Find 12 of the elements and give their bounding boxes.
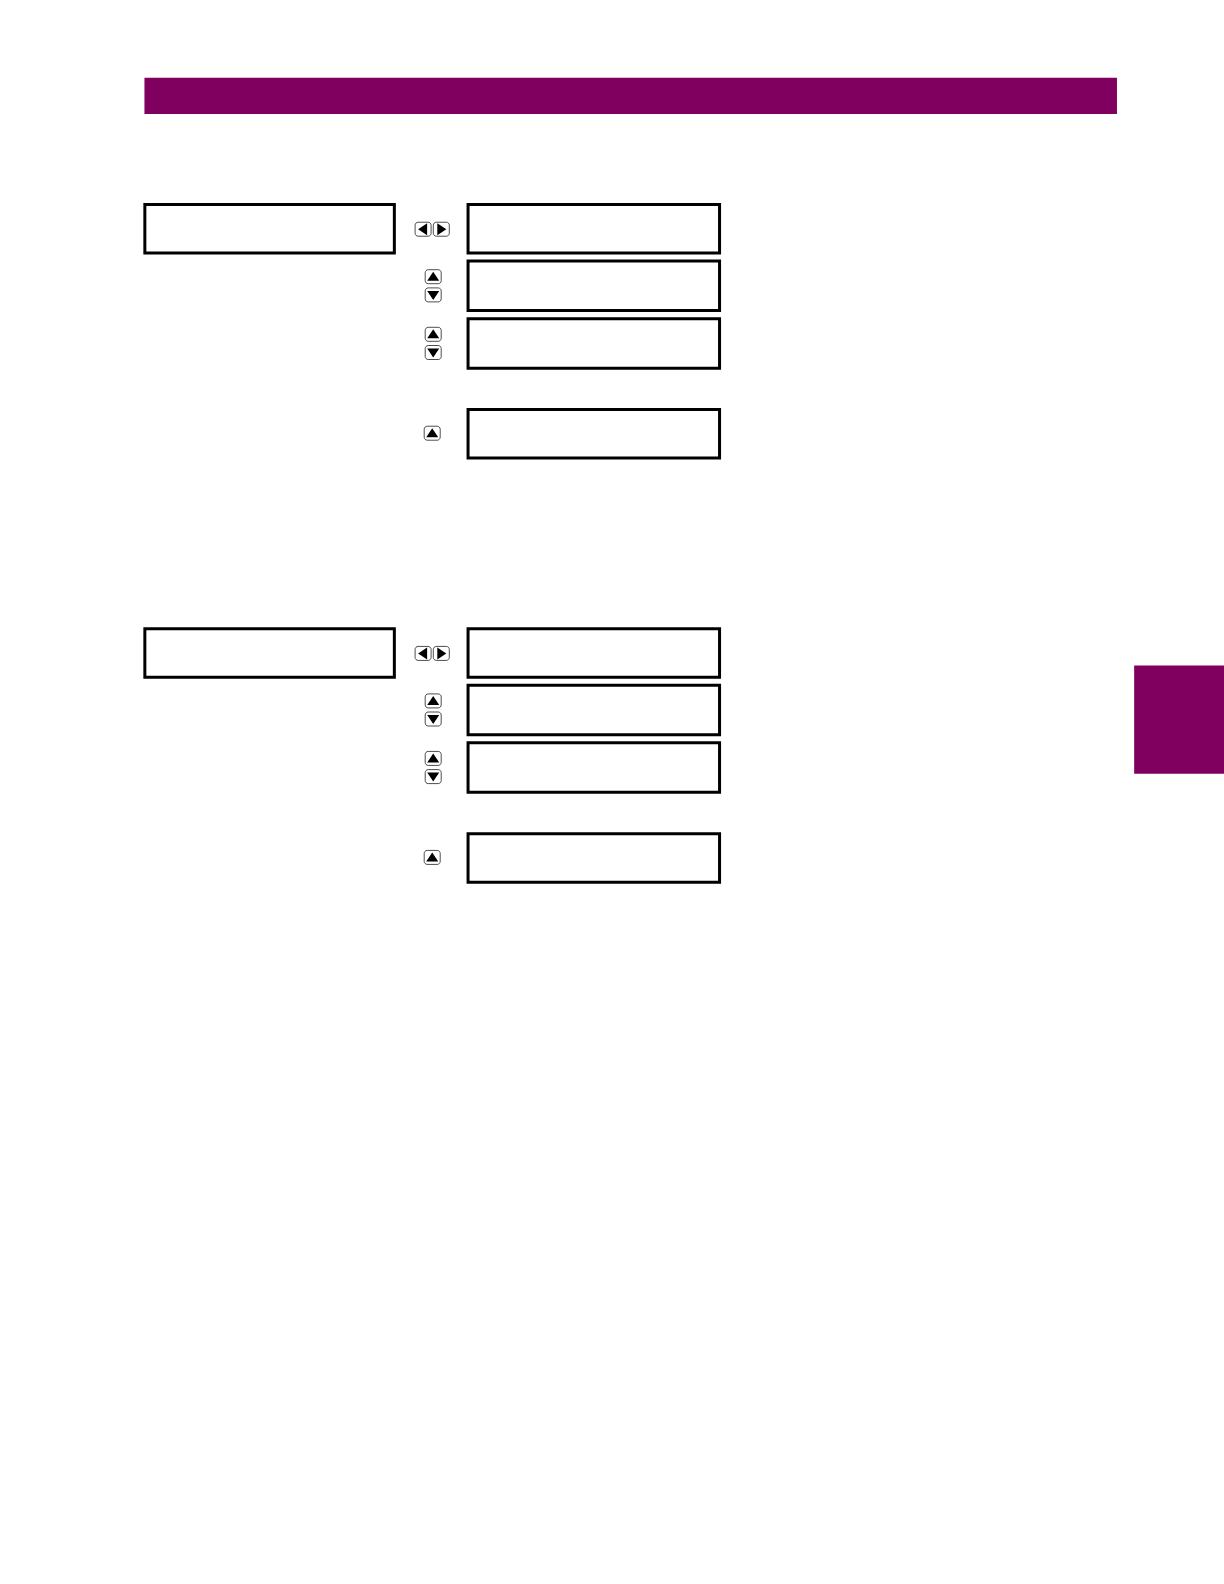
display-box: [466, 408, 722, 460]
display-box: [466, 202, 722, 255]
display-box: [466, 741, 722, 794]
display-box: [466, 832, 722, 884]
display-box: [466, 683, 722, 737]
display-box: [143, 202, 396, 255]
side-tab: [1134, 665, 1224, 774]
display-box: [143, 627, 396, 679]
header-bar: [144, 77, 1117, 115]
display-box: [466, 259, 722, 313]
display-box: [466, 627, 722, 679]
display-box: [466, 317, 722, 370]
